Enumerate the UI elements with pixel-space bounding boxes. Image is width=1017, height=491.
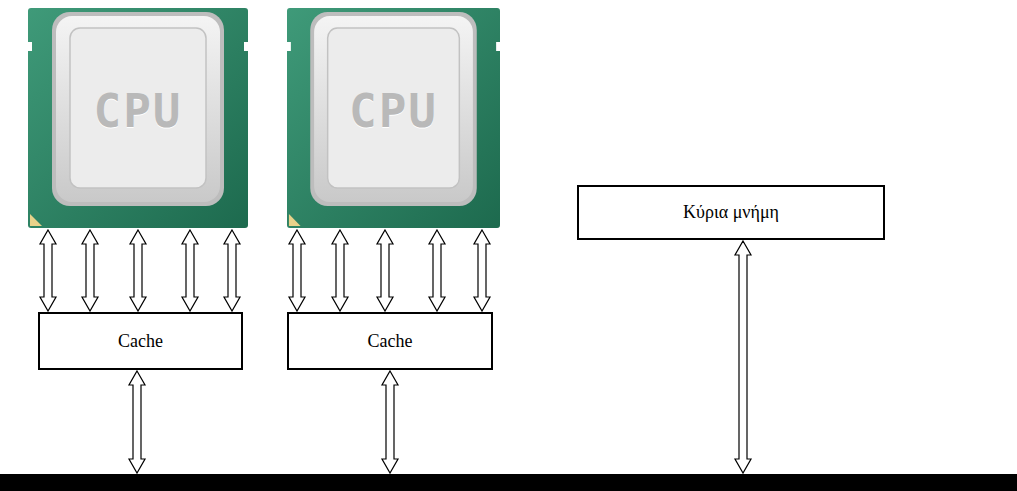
box-label: Cache (368, 331, 413, 352)
chip-lid (314, 16, 473, 202)
bus-arrow (129, 371, 145, 473)
chip-lid-inner (70, 28, 206, 188)
chip-notch (244, 42, 248, 51)
chip-notch (496, 42, 500, 51)
data-path-arrow (474, 230, 490, 311)
chip-lid (56, 16, 220, 202)
chip-marker (289, 214, 301, 226)
data-path-arrow (40, 230, 56, 311)
data-path-arrow (82, 230, 98, 311)
system-bus (0, 474, 1017, 491)
data-path-arrow (332, 230, 348, 311)
box-label: Cache (118, 331, 163, 352)
chip-lid-rim (52, 12, 224, 206)
data-path-arrow (224, 230, 240, 311)
cpu-chip: CPU (287, 8, 500, 228)
cache-box: Cache (38, 312, 243, 370)
cpu-chip: CPU (28, 8, 248, 228)
chip-label: CPU (93, 84, 182, 138)
bus-arrow (735, 241, 751, 473)
bus-arrow (382, 371, 398, 473)
chip-substrate (28, 8, 248, 228)
data-path-arrow (130, 230, 146, 311)
chip-label: CPU (349, 84, 438, 138)
chip-notch (28, 42, 32, 51)
chip-marker (30, 214, 42, 226)
box-label: Κύρια μνήμη (683, 202, 779, 223)
data-path-arrow (377, 230, 393, 311)
data-path-arrow (289, 230, 305, 311)
chip-substrate (287, 8, 500, 228)
data-path-arrow (429, 230, 445, 311)
chip-lid-rim (310, 12, 477, 206)
data-path-arrow (182, 230, 198, 311)
cache-box: Cache (287, 312, 493, 370)
memory-box: Κύρια μνήμη (577, 185, 885, 240)
chip-lid-inner (328, 28, 460, 188)
chip-notch (287, 42, 291, 51)
